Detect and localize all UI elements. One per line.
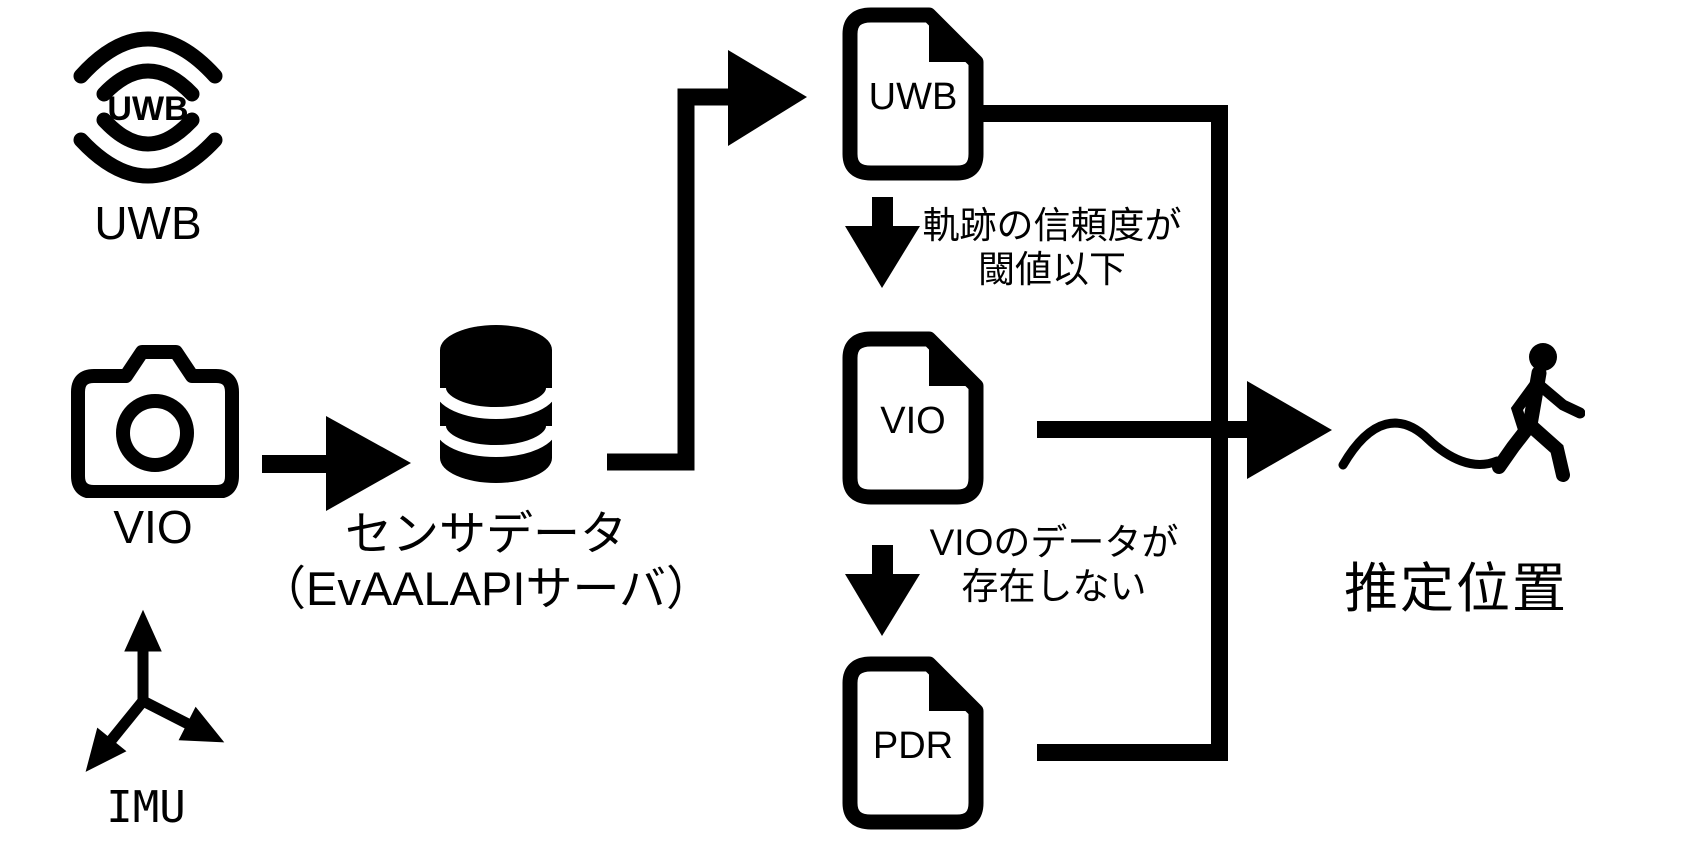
uwb-file-fold: [929, 15, 976, 62]
line-vio-file-right: [1037, 421, 1248, 438]
person-figure: [1492, 343, 1585, 482]
uwb-signal-waves: [73, 31, 223, 184]
vio-file-icon: [842, 331, 984, 505]
fallback-annotation-vio-to-pdr: VIOのデータが 存在しない: [912, 521, 1196, 609]
fallback1-line1: 軌跡の信頼度が: [922, 205, 1182, 246]
arrow-down-uwb-to-vio-icon: [845, 226, 920, 288]
imu-axes: [85, 609, 225, 772]
arrow-uwb-to-vio-shaft: [872, 197, 893, 228]
server-label-line2: （EvAALAPIサーバ）: [259, 562, 713, 615]
database-gap-2: [434, 425, 558, 457]
arrow-camera-to-db-head-icon: [326, 416, 411, 511]
arrow-merge-to-output-head-icon: [1247, 381, 1332, 479]
fallback2-line1: VIOのデータが: [929, 522, 1179, 563]
walking-person-icon: [1338, 343, 1585, 482]
arrow-vio-to-pdr-shaft: [872, 545, 893, 576]
imu-axes-icon: [85, 609, 225, 772]
server-label-line1: センサデータ: [345, 507, 627, 560]
camera-lens: [116, 394, 194, 472]
uwb-file-label: UWB: [868, 75, 958, 118]
camera-body: [71, 345, 239, 498]
person-head: [1529, 343, 1557, 371]
pdr-file-fold: [929, 664, 976, 711]
fallback-annotation-uwb-to-vio: 軌跡の信頼度が 閾値以下: [912, 204, 1192, 292]
vio-file-fold: [929, 339, 976, 386]
uwb-signal-icon: UWB: [73, 31, 223, 184]
fallback1-line2: 閾値以下: [978, 249, 1126, 290]
fallback2-line2: 存在しない: [961, 566, 1147, 607]
uwb-file-icon: [842, 7, 984, 181]
camera-icon: [71, 345, 239, 498]
arrow-db-to-uwb-file-head-icon: [728, 50, 807, 146]
uwb-signal-icon-text: UWB: [107, 90, 188, 128]
vio-file-label: VIO: [880, 399, 946, 442]
trajectory-path: [1338, 418, 1502, 470]
pdr-file-label: PDR: [872, 724, 954, 767]
line-uwb-file-right: [981, 105, 1228, 122]
arrow-camera-to-db-shaft: [262, 455, 330, 473]
vio-source-label: VIO: [113, 501, 193, 553]
pdr-file-icon: [842, 656, 984, 830]
line-pdr-file-right: [1037, 744, 1228, 761]
server-label: センサデータ （EvAALAPIサーバ）: [226, 506, 746, 616]
imu-source-label: IMU: [106, 782, 186, 833]
database-icon: [434, 325, 558, 483]
database-gap-1: [434, 387, 558, 419]
output-label: 推定位置: [1344, 559, 1568, 619]
elbow-db-to-uwb-file: [607, 88, 729, 471]
arrow-down-vio-to-pdr-icon: [845, 574, 920, 636]
uwb-source-label: UWB: [94, 197, 202, 249]
